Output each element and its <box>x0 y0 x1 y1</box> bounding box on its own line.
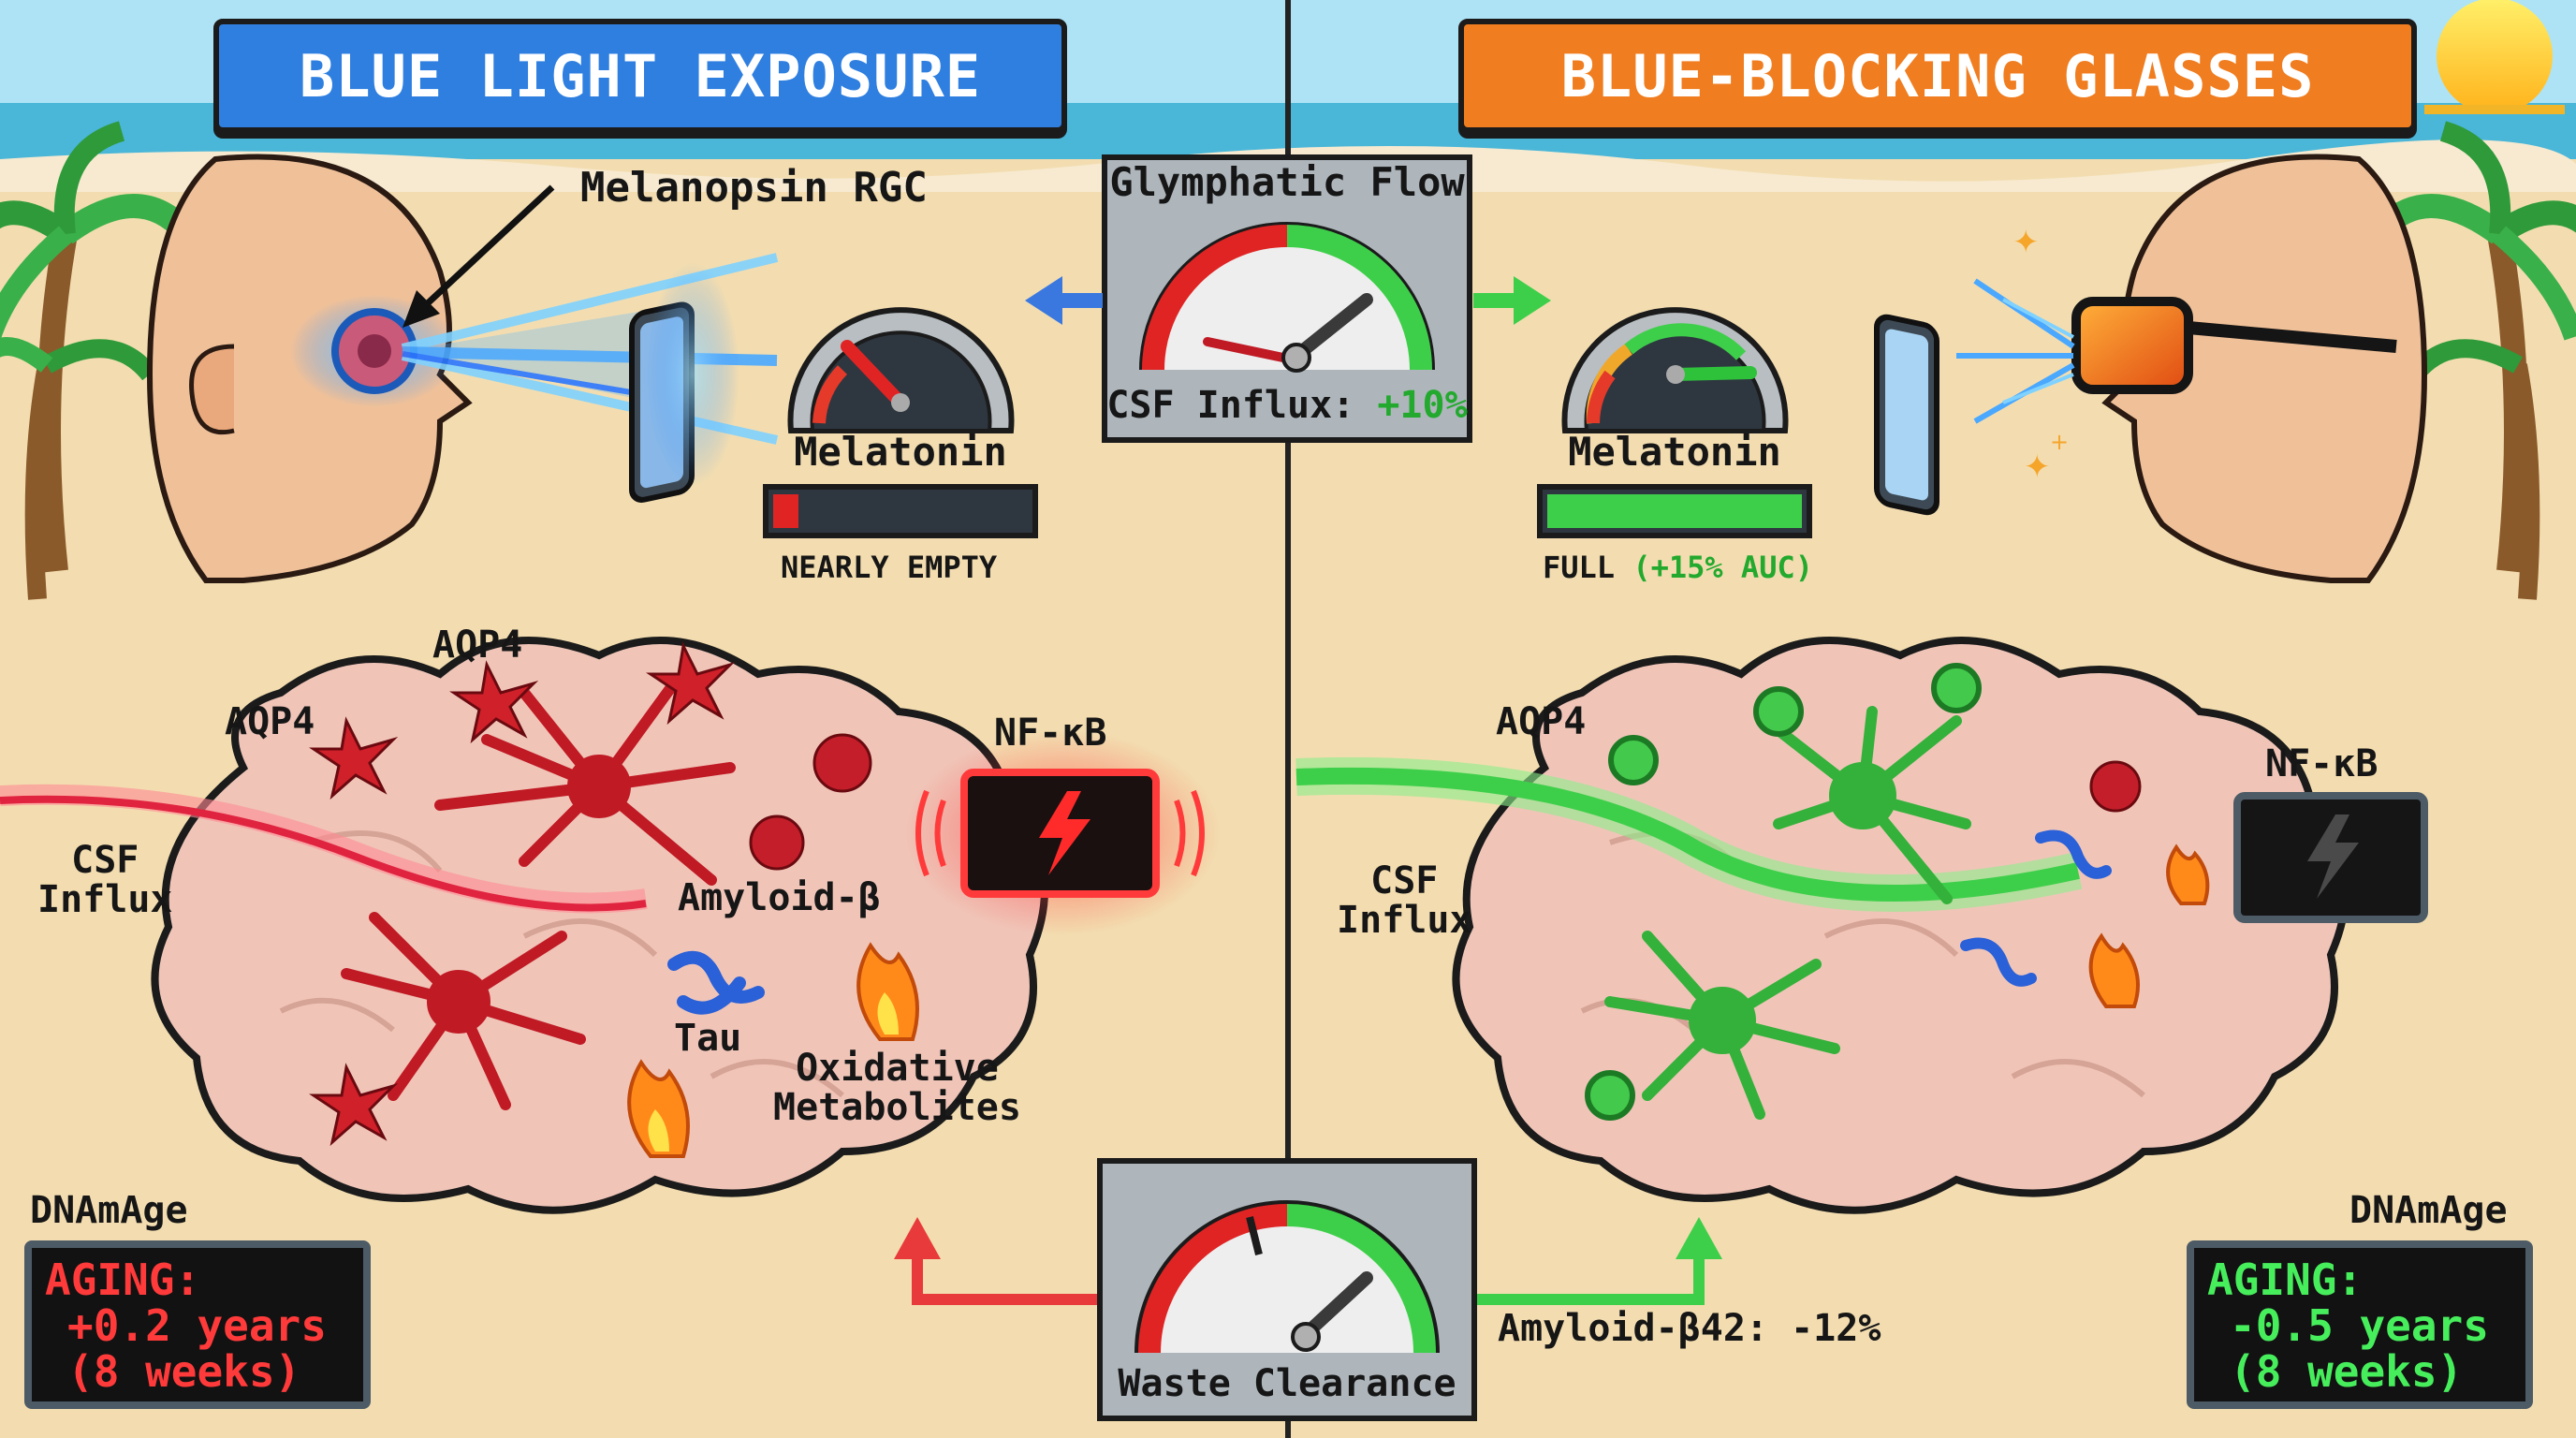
palm-tree-icon <box>0 337 157 600</box>
aqp4-icon <box>1585 663 1982 1121</box>
csf-influx-readout: CSF Influx: +10% <box>1105 384 1470 427</box>
sun-icon <box>2424 0 2565 114</box>
astrocyte-green-icon <box>1604 706 1971 1120</box>
nfkb-inactive-box <box>2233 792 2428 923</box>
melatonin-status-right-prefix: FULL <box>1543 550 1616 585</box>
arrow-left-blue-icon <box>1025 276 1103 325</box>
deflected-light-beams: ✦ ✦ + <box>1956 224 2075 486</box>
glymphatic-title: Glymphatic Flow <box>1109 159 1465 205</box>
aging-box-right: AGING: -0.5 years (8 weeks) <box>2187 1240 2533 1409</box>
arrow-right-green-icon <box>1473 276 1551 325</box>
orange-glasses-icon <box>2071 297 2397 394</box>
glymphatic-gauge <box>1102 154 1472 443</box>
aging-value-left: +0.2 years <box>67 1299 327 1351</box>
phone-icon <box>629 262 739 503</box>
oxidative-label: Oxidative Metabolites <box>773 1047 1021 1129</box>
melatonin-label-right: Melatonin <box>1568 429 1781 475</box>
left-title: BLUE LIGHT EXPOSURE <box>299 41 982 110</box>
aging-period-left: (8 weeks) <box>67 1345 301 1397</box>
melatonin-gauge-right <box>1561 307 1789 433</box>
aging-box-left: AGING: +0.2 years (8 weeks) <box>24 1240 371 1409</box>
csf-influx-label-right: CSF Influx <box>1337 859 1472 942</box>
flame-icon <box>2166 844 2210 905</box>
melatonin-label-left: Melatonin <box>794 429 1007 475</box>
nfkb-alarm-box <box>903 730 1222 936</box>
flame-icon <box>856 942 919 1041</box>
aqp4-label-side: AQP4 <box>225 700 315 743</box>
melatonin-status-left: NEARLY EMPTY <box>781 550 998 585</box>
dnamage-label-right: DNAmAge <box>2349 1189 2508 1232</box>
melatonin-bar-right <box>1537 484 1812 538</box>
arrow-up-green-icon <box>1477 1217 1722 1305</box>
aging-period-right: (8 weeks) <box>2230 1345 2464 1397</box>
aqp4-icon <box>309 641 736 1147</box>
aging-value-right: -0.5 years <box>2230 1299 2489 1351</box>
melatonin-bar-left <box>763 484 1038 538</box>
amyloid-beta-icon <box>749 733 872 871</box>
brain-right <box>1452 637 2349 1214</box>
csf-flow-right <box>1295 756 2083 912</box>
svg-text:+: + <box>2050 429 2069 455</box>
dnamage-label-left: DNAmAge <box>30 1189 188 1232</box>
melatonin-gauge-left <box>787 307 1015 433</box>
head-right <box>2101 154 2428 583</box>
phone-icon <box>1874 314 1939 516</box>
melatonin-status-right-detail: (+15% AUC) <box>1632 550 1813 585</box>
aqp4-label-right: AQP4 <box>1496 700 1587 743</box>
tau-icon <box>667 950 765 1015</box>
svg-text:✦: ✦ <box>2024 448 2051 486</box>
csf-flow-left <box>0 784 648 914</box>
flame-icon <box>627 1059 690 1158</box>
waste-clearance-title: Waste Clearance <box>1118 1362 1456 1405</box>
blue-light-title-banner: BLUE LIGHT EXPOSURE <box>213 19 1067 133</box>
nfkb-label-right: NF-κB <box>2265 742 2378 785</box>
arrow-to-eye-icon <box>402 184 555 328</box>
amyloid-beta-icon <box>2089 760 2142 813</box>
aging-heading-left: AGING: <box>45 1255 201 1305</box>
tau-label: Tau <box>674 1017 742 1060</box>
flame-icon <box>2088 932 2140 1008</box>
amyloid42-readout: Amyloid-β42: -12% <box>1498 1307 1881 1350</box>
right-title: BLUE-BLOCKING GLASSES <box>1560 41 2315 110</box>
melanopsin-label: Melanopsin RGC <box>580 164 928 212</box>
nfkb-label-left: NF-κB <box>994 712 1107 755</box>
melatonin-status-right: FULL (+15% AUC) <box>1543 550 1813 585</box>
csf-influx-prefix: CSF Influx: <box>1106 384 1355 427</box>
blue-blocking-title-banner: BLUE-BLOCKING GLASSES <box>1458 19 2417 133</box>
csf-influx-label-left: CSF Influx <box>37 839 173 921</box>
arrow-up-red-icon <box>894 1217 1097 1305</box>
aqp4-label-top: AQP4 <box>432 624 523 667</box>
tau-icon <box>1960 829 2112 987</box>
waste-clearance-gauge <box>1097 1158 1477 1421</box>
csf-influx-value: +10% <box>1377 384 1468 427</box>
svg-text:✦: ✦ <box>2012 224 2040 261</box>
aging-heading-right: AGING: <box>2207 1255 2364 1305</box>
amyloid-label: Amyloid-β <box>678 876 881 919</box>
astrocyte-red-icon <box>341 678 736 1110</box>
